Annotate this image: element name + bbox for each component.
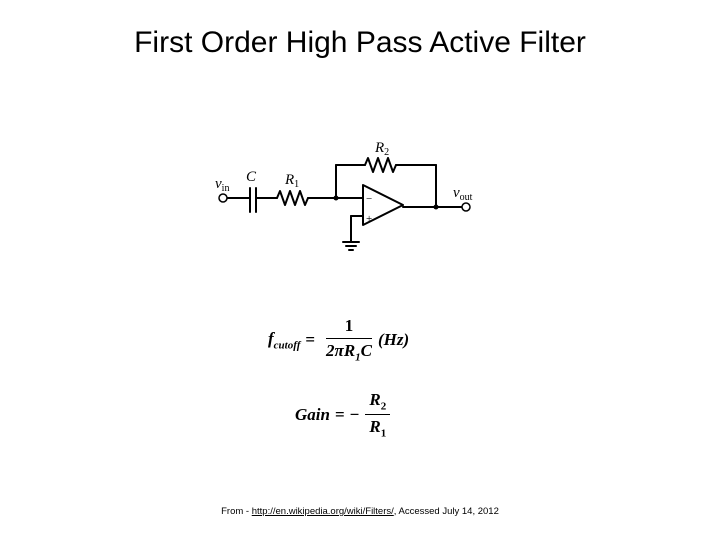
- junction-output: [433, 204, 439, 210]
- resistor-r1: [276, 190, 309, 206]
- junction-node: [333, 195, 339, 201]
- gain-sign: −: [349, 404, 360, 424]
- cutoff-fraction: 1 2πR1C: [326, 316, 373, 364]
- high-pass-filter-circuit: vin C R1 R2 vout − +: [215, 140, 473, 251]
- input-terminal: [218, 193, 228, 203]
- gain-formula: Gain = − R2 R1: [295, 390, 396, 440]
- label-noninverting: +: [366, 213, 372, 225]
- cutoff-equals: =: [305, 329, 316, 349]
- cutoff-lhs: fcutoff: [268, 328, 301, 351]
- cutoff-formula: fcutoff = 1 2πR1C (Hz): [268, 316, 409, 363]
- label-r2: R2: [374, 140, 389, 158]
- label-r1: R1: [284, 172, 299, 190]
- gain-denominator: R1: [369, 417, 387, 440]
- cutoff-unit: (Hz): [378, 329, 410, 349]
- resistor-r2: [364, 157, 397, 173]
- label-inverting: −: [366, 193, 372, 205]
- label-capacitor: C: [246, 169, 257, 185]
- cutoff-denominator: 2πR1C: [326, 341, 373, 364]
- label-vin: vin: [215, 176, 229, 194]
- output-terminal: [461, 202, 471, 212]
- gain-fraction: R2 R1: [365, 390, 391, 440]
- slide-title: First Order High Pass Active Filter: [134, 26, 586, 59]
- gain-equals: =: [334, 404, 345, 424]
- label-vout: vout: [453, 185, 473, 203]
- cutoff-numerator: 1: [344, 316, 354, 335]
- op-amp: [362, 184, 404, 226]
- source-credit: From - http://en.wikipedia.org/wiki/Filt…: [221, 506, 499, 517]
- gain-numerator: R2: [369, 390, 387, 413]
- gain-lhs: Gain: [295, 404, 330, 424]
- source-link[interactable]: http://en.wikipedia.org/wiki/Filters/: [251, 506, 394, 517]
